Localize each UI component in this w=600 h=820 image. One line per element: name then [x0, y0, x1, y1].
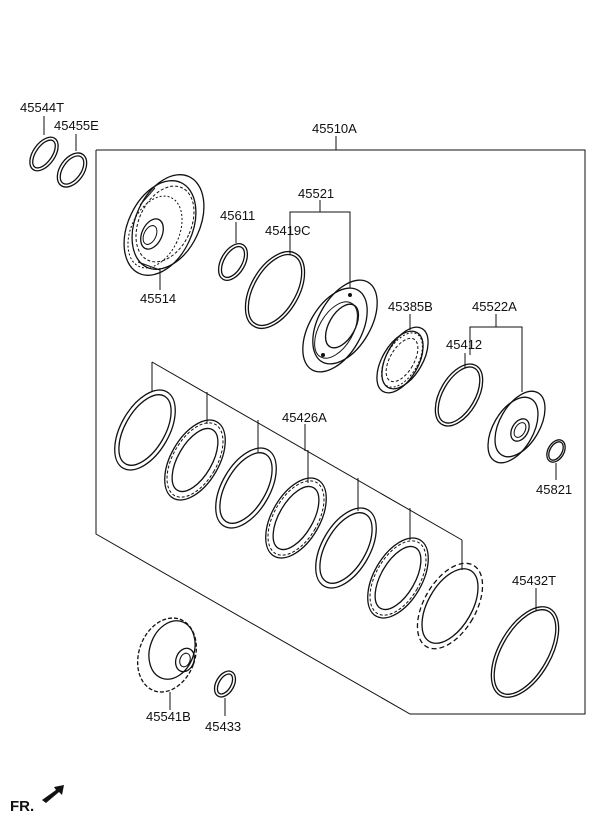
ring-45433	[213, 670, 237, 698]
label-45455E: 45455E	[54, 118, 99, 133]
label-45821: 45821	[536, 482, 572, 497]
direction-label: FR.	[10, 798, 34, 815]
label-45412: 45412	[446, 337, 482, 352]
label-45611: 45611	[220, 208, 255, 223]
label-45510A: 45510A	[312, 121, 357, 136]
friction-plate-3	[367, 537, 429, 619]
snap-ring-45821	[546, 439, 566, 463]
piston-45521	[302, 279, 378, 373]
ring-45611	[217, 243, 249, 281]
label-45522A: 45522A	[472, 299, 517, 314]
label-45419C: 45419C	[265, 223, 311, 238]
gear-45541B	[137, 617, 197, 693]
spring-retainer-45385B	[376, 326, 429, 394]
label-45541B: 45541B	[146, 709, 191, 724]
label-45432T: 45432T	[512, 573, 556, 588]
label-45385B: 45385B	[388, 299, 433, 314]
pressure-plate	[416, 562, 484, 650]
front-arrow-icon	[42, 785, 64, 803]
label-45544T: 45544T	[20, 100, 64, 115]
assembly-outline	[95, 149, 586, 715]
friction-plate-2	[265, 477, 327, 559]
label-45521: 45521	[298, 186, 334, 201]
label-45433: 45433	[205, 719, 241, 734]
clutch-hub-45514	[123, 174, 205, 276]
seal-ring-45419C	[244, 251, 306, 329]
label-45426A: 45426A	[282, 410, 327, 425]
steel-plate-2	[215, 447, 277, 529]
snap-ring-45432T	[490, 606, 560, 698]
label-45514: 45514	[140, 291, 176, 306]
snap-ring-45544T	[29, 136, 59, 172]
snap-ring-45455E	[56, 152, 88, 188]
dam-plate-45522A	[487, 390, 546, 464]
steel-plate-1	[114, 389, 176, 471]
seal-ring-45412	[434, 363, 484, 427]
friction-plate-1	[164, 419, 226, 501]
steel-plate-3	[315, 507, 377, 589]
